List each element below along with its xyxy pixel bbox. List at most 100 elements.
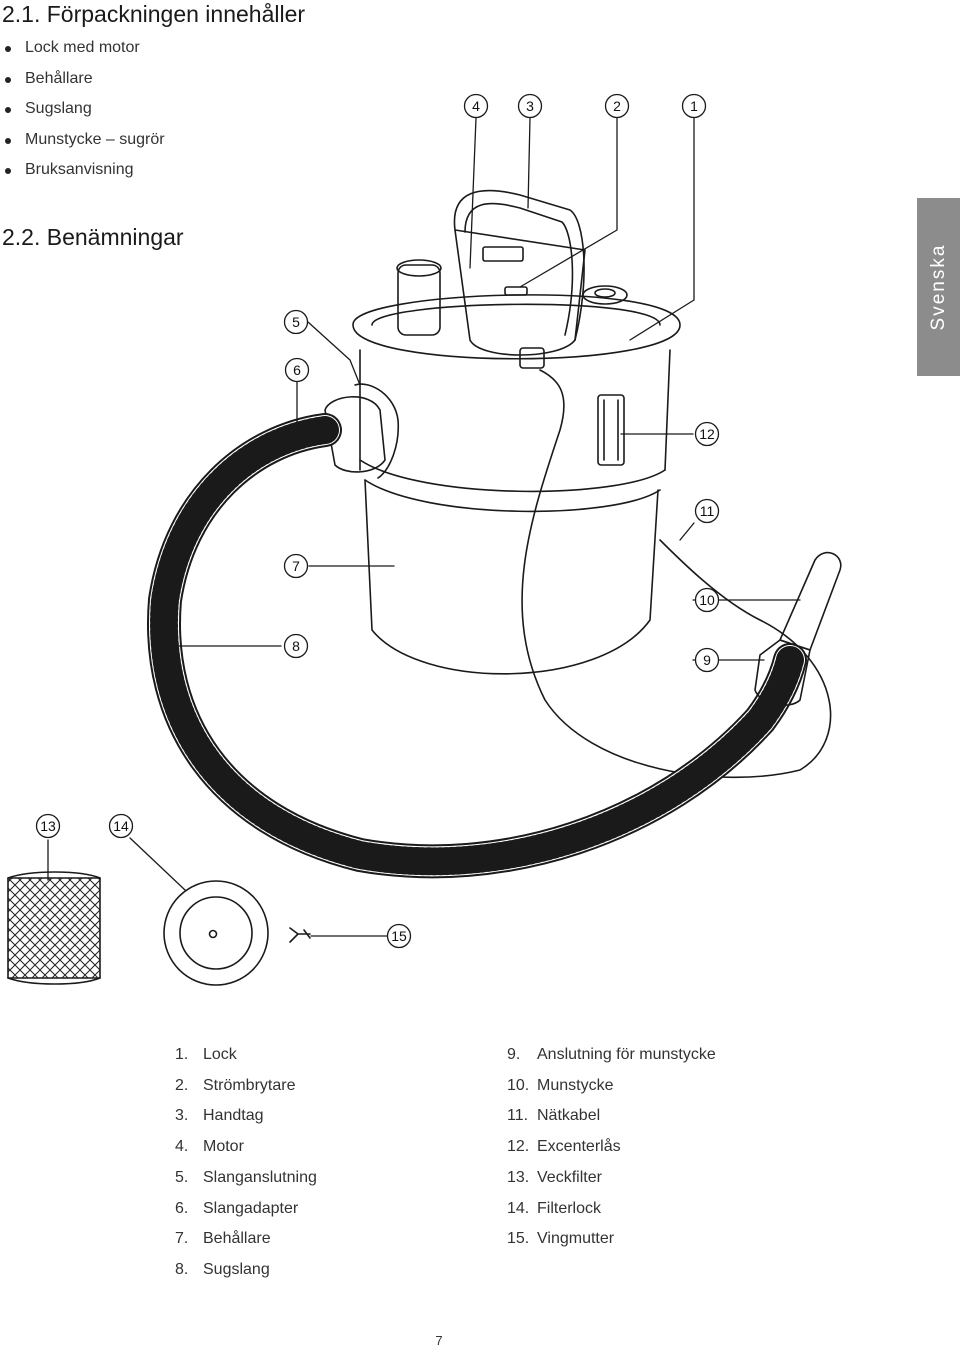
plug-socket — [519, 347, 545, 369]
callout-circle — [283, 309, 309, 335]
callout-circle — [681, 93, 707, 119]
list-item: 3. Handtag — [175, 1101, 317, 1132]
item-label: Excenterlås — [537, 1138, 621, 1156]
nozzle-adapter — [754, 639, 811, 706]
callout-circle — [694, 647, 720, 673]
callout-number: 7 — [292, 558, 300, 574]
callout-circle — [694, 498, 720, 524]
item-number: 6. — [175, 1199, 189, 1217]
item-number: 4. — [175, 1138, 189, 1156]
item-number: 9. — [507, 1046, 521, 1063]
list-item: Lock med motor — [0, 33, 165, 64]
list-item: 10. Munstycke — [507, 1071, 716, 1102]
item-number: 14. — [507, 1199, 530, 1217]
item-number: 5. — [175, 1168, 189, 1186]
item-number: 7. — [175, 1230, 189, 1248]
list-item-text: Lock med motor — [25, 39, 140, 56]
list-item: 15. Vingmutter — [507, 1224, 716, 1255]
callout-number: 12 — [699, 426, 715, 442]
callout-number: 4 — [472, 98, 480, 114]
page-number: 7 — [435, 1333, 443, 1348]
list-item: Behållare — [0, 64, 165, 95]
callout-number: 5 — [292, 314, 300, 330]
exhaust-ring — [582, 285, 628, 305]
callout-number: 15 — [391, 928, 407, 944]
switch-icon — [482, 246, 524, 262]
bin-rim — [352, 294, 681, 360]
list-item: Sugslang — [0, 94, 165, 125]
callout-circle — [108, 813, 134, 839]
list-item-text: Sugslang — [25, 100, 92, 118]
item-label: Behållare — [203, 1230, 271, 1248]
item-number: 15. — [507, 1230, 530, 1248]
list-item-text: Munstycke – sugrör — [25, 130, 165, 148]
item-label: Veckfilter — [537, 1168, 602, 1186]
callout-circle — [517, 93, 543, 119]
item-number: 1. — [175, 1046, 189, 1063]
callout-circle — [604, 93, 630, 119]
bullet-icon — [5, 168, 11, 175]
wing-nut — [289, 927, 311, 943]
item-label: Munstycke — [537, 1076, 614, 1094]
hose-connector — [324, 396, 386, 473]
section-title-contents: 2.1. Förpackningen innehåller — [2, 1, 306, 27]
list-item: 2. Strömbrytare — [175, 1071, 317, 1102]
bullet-icon — [5, 46, 11, 52]
item-label: Nätkabel — [537, 1107, 601, 1125]
item-label: Sugslang — [203, 1260, 270, 1278]
list-item: 12. Excenterlås — [507, 1132, 716, 1163]
list-item: 8. Sugslang — [175, 1255, 317, 1286]
item-label: Slangadapter — [203, 1199, 299, 1217]
list-item: 9. Anslutning för munstycke — [507, 1040, 716, 1071]
motor-cylinder — [397, 264, 441, 336]
callout-circle — [35, 813, 61, 839]
callout-circle — [386, 923, 412, 949]
callout-circle — [694, 587, 720, 613]
callout-number: 9 — [703, 652, 711, 668]
list-item: 1.Lock — [175, 1040, 317, 1071]
item-number: 13. — [507, 1168, 530, 1186]
section-title-names: 2.2. Benämningar — [2, 224, 184, 250]
item-label: Anslutning för munstycke — [537, 1046, 716, 1063]
list-item: 14.Filterlock — [507, 1194, 716, 1225]
item-label: Strömbrytare — [203, 1076, 296, 1094]
list-item: 6. Slangadapter — [175, 1194, 317, 1225]
power-cable — [521, 369, 832, 779]
callout-circle — [463, 93, 489, 119]
item-number: 3. — [175, 1107, 189, 1125]
parts-list-right: 9.Anslutning för munstycke 10.Munstycke … — [507, 1040, 716, 1255]
list-item: 4.Motor — [175, 1132, 317, 1163]
item-label: Handtag — [203, 1107, 264, 1125]
item-number: 12. — [507, 1138, 530, 1156]
list-item: 7. Behållare — [175, 1224, 317, 1255]
bullet-icon — [5, 137, 11, 144]
list-item: Bruksanvisning — [0, 155, 165, 186]
item-label: Vingmutter — [537, 1230, 615, 1248]
item-number: 8. — [175, 1260, 189, 1278]
callout-number: 14 — [113, 818, 129, 834]
list-item-text: Behållare — [25, 69, 93, 87]
item-label: Slanganslutning — [203, 1168, 317, 1186]
motor-housing — [454, 229, 586, 356]
bin-lower — [364, 479, 659, 675]
list-item: 13. Veckfilter — [507, 1163, 716, 1194]
callout-number: 1 — [690, 98, 698, 114]
callout-circle — [694, 421, 720, 447]
bullet-icon — [5, 107, 11, 114]
item-number: 10. — [507, 1076, 530, 1094]
filter-lid — [163, 880, 269, 986]
list-item-text: Bruksanvisning — [25, 161, 134, 179]
bin-band — [359, 459, 666, 493]
list-item: Munstycke – sugrör — [0, 125, 165, 156]
list-item: 5. Slanganslutning — [175, 1163, 317, 1194]
latch — [597, 394, 625, 466]
bullet-icon — [5, 76, 11, 83]
handle — [453, 189, 585, 341]
callout-number: 11 — [700, 503, 715, 519]
callout-circle — [283, 553, 309, 579]
callout-number: 6 — [293, 362, 301, 378]
callout-circle — [283, 633, 309, 659]
nozzle — [779, 551, 842, 651]
item-number: 2. — [175, 1076, 189, 1094]
